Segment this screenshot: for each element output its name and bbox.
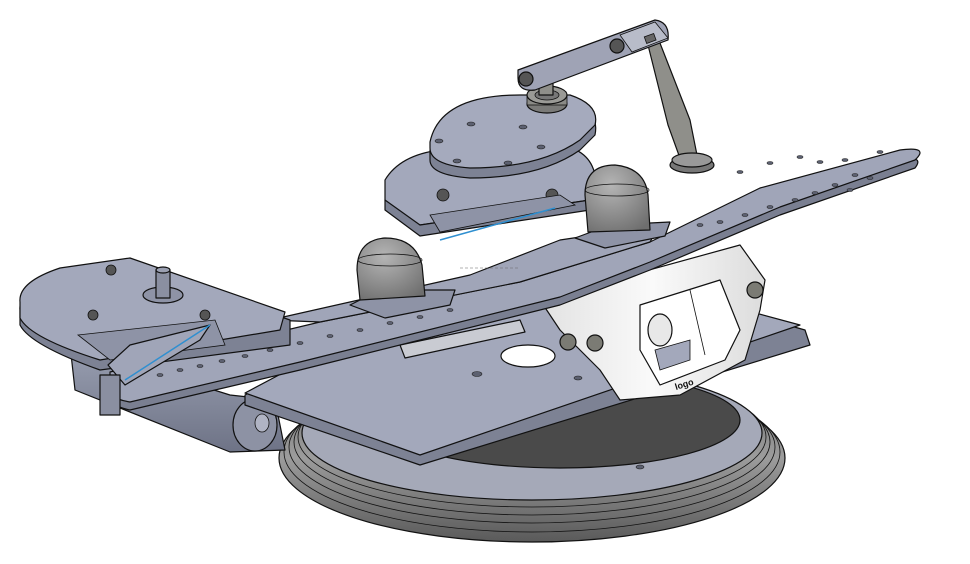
ball-caster-left xyxy=(349,237,456,319)
upper-plate xyxy=(108,148,921,411)
ball-caster-right xyxy=(574,164,671,249)
upper-plate-holes xyxy=(156,150,884,377)
bearing-plate xyxy=(429,71,597,179)
front-bracket: logo xyxy=(539,244,766,401)
left-motor-mount-plate xyxy=(19,257,291,416)
linkage-arm xyxy=(517,19,715,174)
